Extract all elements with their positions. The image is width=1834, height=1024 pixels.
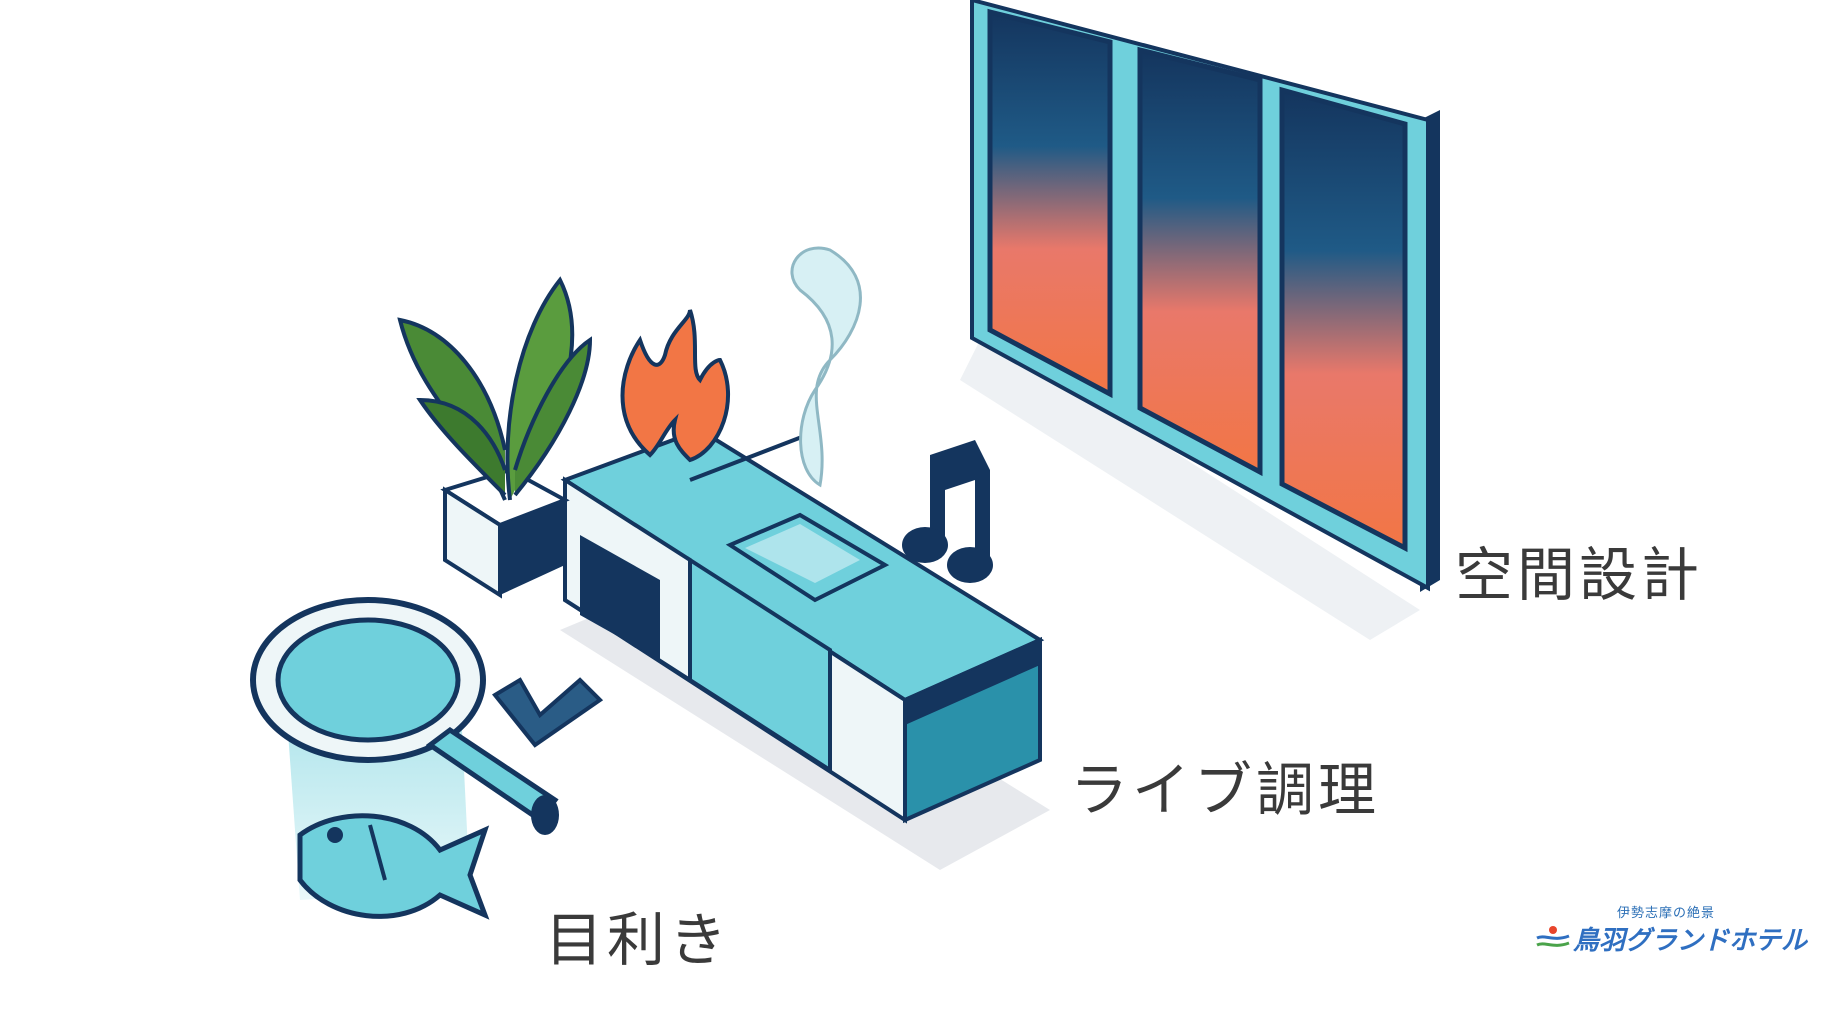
waves-logo-icon <box>1536 926 1570 947</box>
plant-icon <box>397 276 593 599</box>
kitchen-counter-icon <box>560 427 1050 870</box>
checkmark-icon <box>492 677 604 748</box>
music-note-icon <box>902 440 993 583</box>
steam-icon <box>790 246 862 488</box>
hotel-logo: 伊勢志摩の絶景 鳥羽グランドホテル <box>1535 902 1807 956</box>
flame-icon <box>620 309 730 463</box>
window-icon <box>960 0 1440 640</box>
logo-name: 鳥羽グランドホテル <box>1573 926 1808 956</box>
label-space-design: 空間設計 <box>1455 541 1704 609</box>
fish-icon <box>297 813 490 920</box>
label-connoisseurship: 目利き <box>545 906 732 974</box>
label-live-cooking: ライブ調理 <box>1070 756 1381 824</box>
logo-tagline: 伊勢志摩の絶景 <box>1617 906 1716 921</box>
magnifier-icon <box>250 597 559 900</box>
